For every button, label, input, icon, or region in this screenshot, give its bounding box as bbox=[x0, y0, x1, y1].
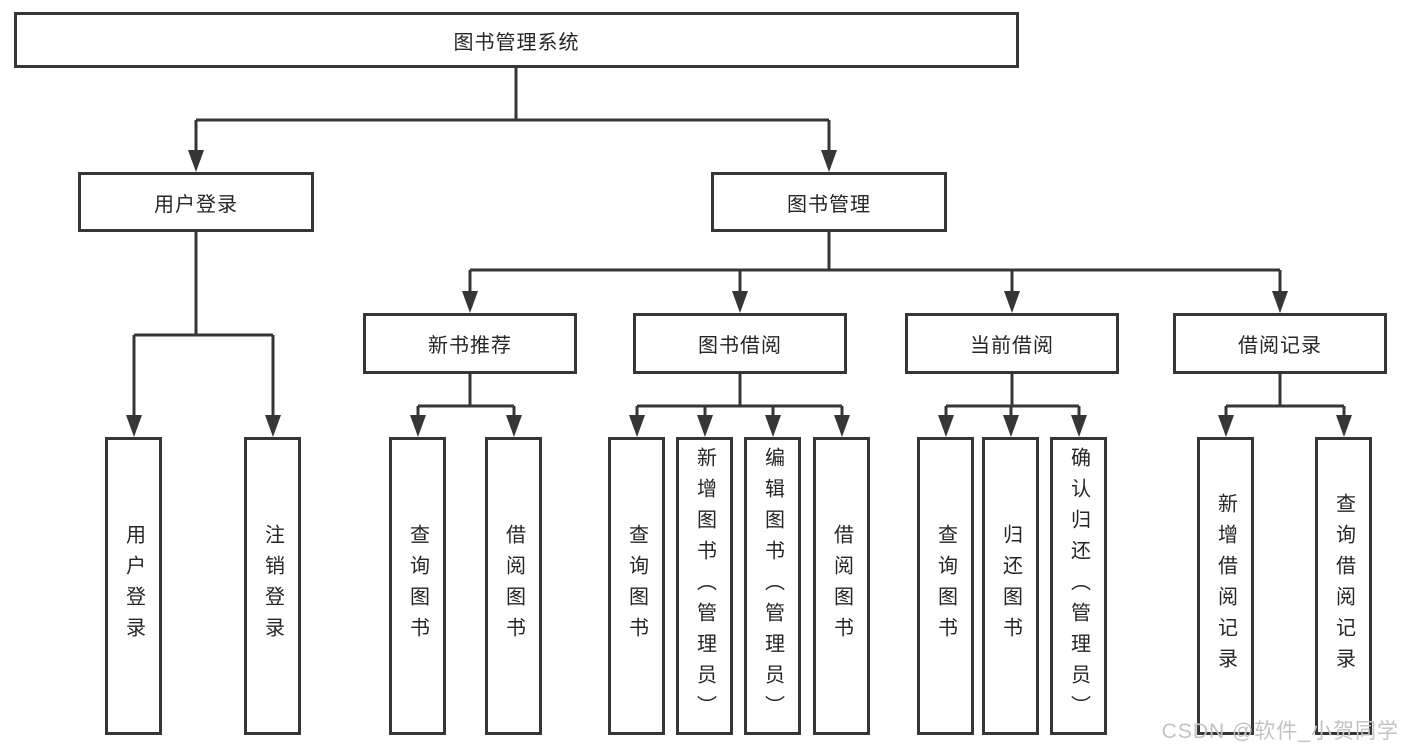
arrow-down-icon bbox=[834, 415, 850, 437]
node-leaf-user-login: 用户登录 bbox=[105, 437, 162, 735]
node-book-borrowing: 图书借阅 bbox=[633, 313, 847, 374]
node-leaf-borrow-book-2: 借阅图书 bbox=[813, 437, 870, 735]
node-leaf-query-book-3: 查询图书 bbox=[917, 437, 974, 735]
node-leaf-edit-book-admin: 编辑图书（管理员） bbox=[744, 437, 801, 735]
csdn-watermark: CSDN @软件_小贺同学 bbox=[1161, 720, 1399, 743]
arrow-down-icon bbox=[629, 415, 645, 437]
arrow-down-icon bbox=[938, 415, 954, 437]
arrow-down-icon bbox=[188, 150, 204, 172]
arrow-down-icon bbox=[697, 415, 713, 437]
node-borrowing-records: 借阅记录 bbox=[1173, 313, 1387, 374]
node-leaf-query-borrow-record: 查询借阅记录 bbox=[1315, 437, 1372, 735]
arrow-down-icon bbox=[265, 415, 281, 437]
arrow-down-icon bbox=[462, 291, 478, 313]
node-book-management: 图书管理 bbox=[711, 172, 947, 232]
tree-edges bbox=[132, 68, 1346, 417]
arrow-down-icon bbox=[821, 150, 837, 172]
arrow-down-icon bbox=[1071, 415, 1087, 437]
node-leaf-add-book-admin: 新增图书（管理员） bbox=[676, 437, 733, 735]
node-leaf-query-book-2: 查询图书 bbox=[608, 437, 665, 735]
node-leaf-add-borrow-record: 新增借阅记录 bbox=[1197, 437, 1254, 735]
arrow-down-icon bbox=[126, 415, 142, 437]
node-user-login: 用户登录 bbox=[78, 172, 314, 232]
node-leaf-query-book-1: 查询图书 bbox=[389, 437, 446, 735]
arrow-down-icon bbox=[732, 291, 748, 313]
arrow-down-icon bbox=[1004, 291, 1020, 313]
node-leaf-borrow-book-1: 借阅图书 bbox=[485, 437, 542, 735]
node-leaf-return-book: 归还图书 bbox=[982, 437, 1039, 735]
arrow-down-icon bbox=[1336, 415, 1352, 437]
node-root: 图书管理系统 bbox=[14, 12, 1019, 68]
node-new-book-recommend: 新书推荐 bbox=[363, 313, 577, 374]
arrow-down-icon bbox=[1218, 415, 1234, 437]
arrow-down-icon bbox=[1003, 415, 1019, 437]
node-leaf-logout: 注销登录 bbox=[244, 437, 301, 735]
arrow-down-icon bbox=[410, 415, 426, 437]
arrow-down-icon bbox=[765, 415, 781, 437]
node-current-borrowing: 当前借阅 bbox=[905, 313, 1119, 374]
node-leaf-confirm-return-admin: 确认归还（管理员） bbox=[1050, 437, 1107, 735]
arrow-down-icon bbox=[1272, 291, 1288, 313]
arrow-down-icons bbox=[126, 150, 1352, 437]
arrow-down-icon bbox=[506, 415, 522, 437]
